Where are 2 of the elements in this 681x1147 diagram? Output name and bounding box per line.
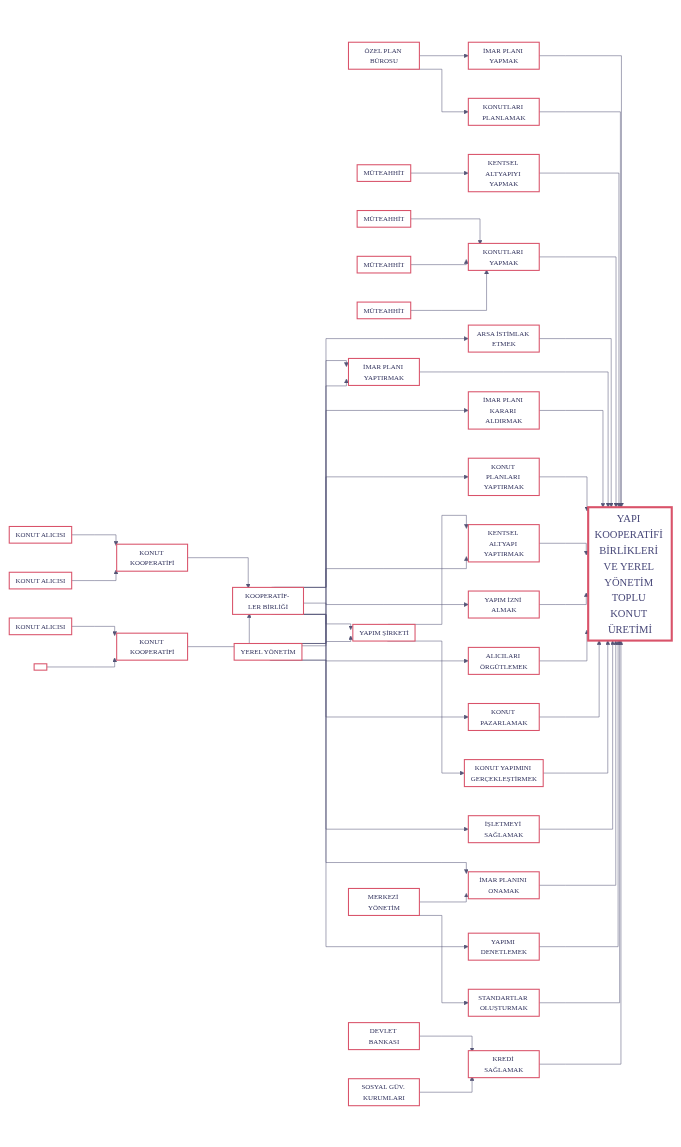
node-box [33, 662, 48, 671]
node-box: YAPI KOOPERATİFİ BİRLİKLERİ VE YEREL YÖNETİM TOPLU KONUT ÜRETİMİ [587, 505, 673, 642]
